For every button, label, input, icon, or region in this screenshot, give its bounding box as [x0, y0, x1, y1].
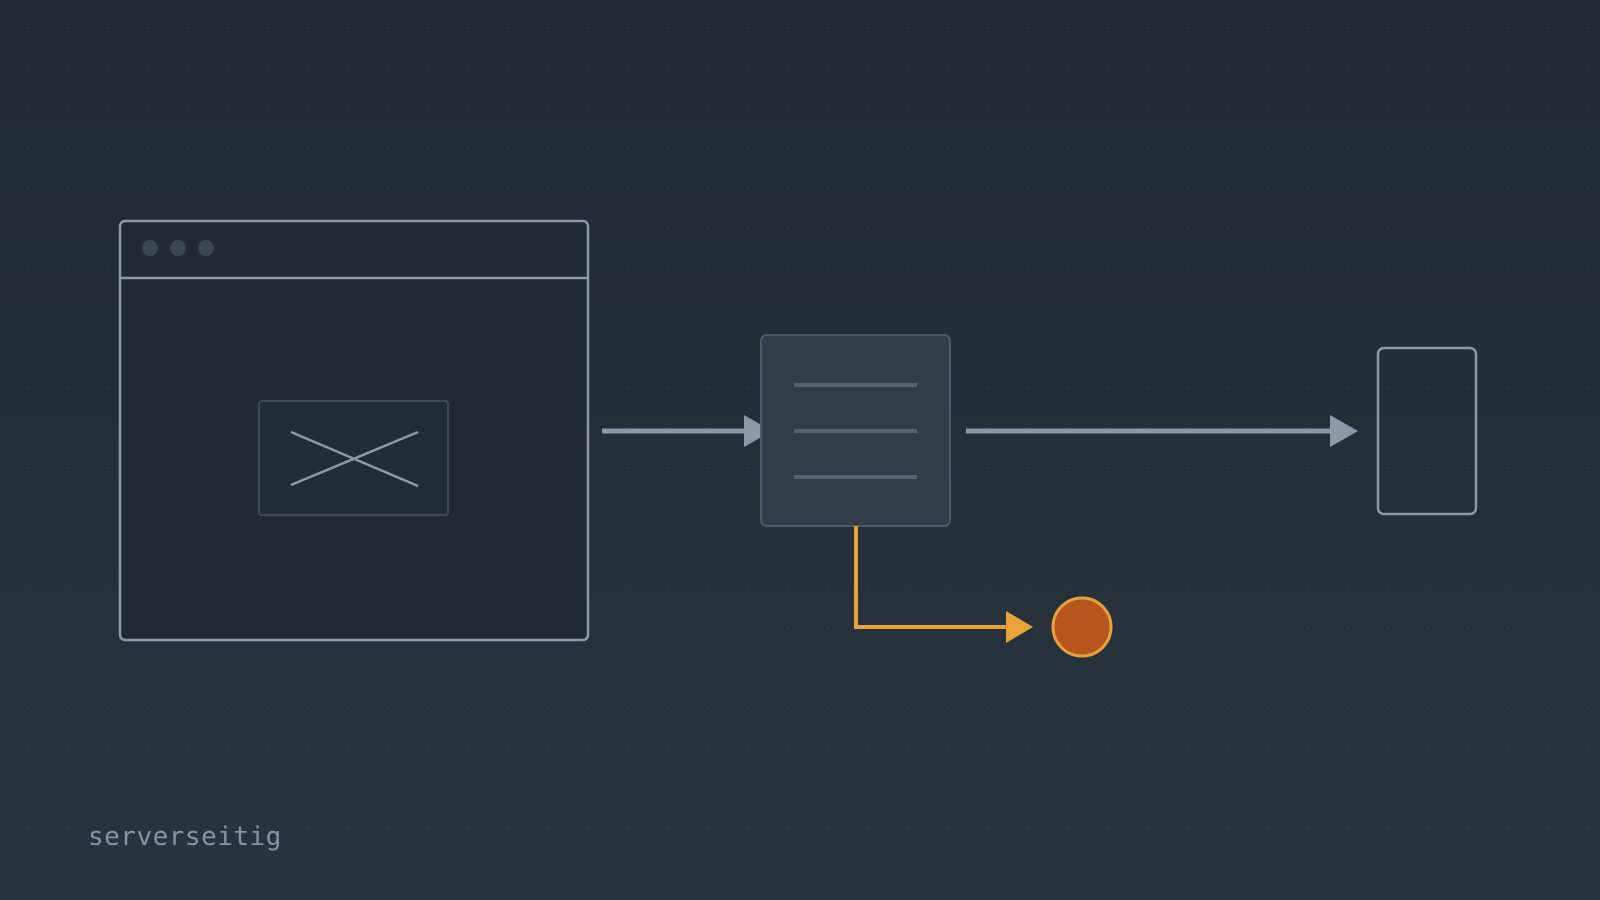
accent-arrow-head [1006, 611, 1033, 643]
window-control-dot [170, 240, 186, 256]
phone-icon [1376, 346, 1478, 516]
browser-window-icon [118, 219, 590, 642]
arrow-browser-to-server [602, 415, 772, 447]
document-icon [760, 334, 951, 527]
accent-arrow-path [854, 526, 1012, 629]
arrow-head [744, 415, 772, 447]
image-placeholder-icon [258, 400, 449, 516]
window-control-dot [142, 240, 158, 256]
arrow-head [1330, 415, 1358, 447]
arrow-server-to-phone [966, 415, 1358, 447]
accent-branch-arrow [854, 526, 1033, 643]
placeholder-cross-line [290, 430, 419, 487]
window-control-dot [198, 240, 214, 256]
diagram-caption: serverseitig [88, 822, 282, 852]
status-dot-icon [1051, 596, 1113, 658]
